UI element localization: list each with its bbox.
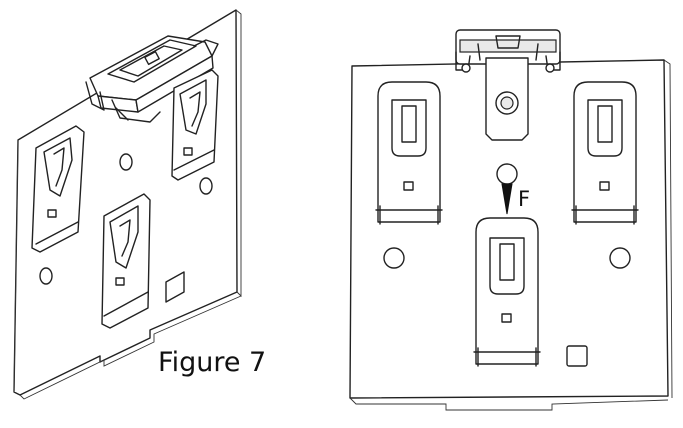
front-view: F [349,29,673,411]
front-spring-clip-left [375,81,443,225]
isometric-spring-clip-upper-left [31,125,85,253]
isometric-hole [39,267,53,285]
front-spring-clip-right [571,81,639,225]
front-spring-clip-lower [473,217,541,367]
isometric-hole [119,153,133,171]
front-hole-right [609,247,631,269]
force-arrow [496,163,518,215]
isometric-view [13,9,242,400]
isometric-spring-clip-lower [101,193,151,329]
force-label: F [518,187,530,211]
isometric-hole [199,177,213,195]
isometric-spring-clip-upper-right [171,69,219,181]
front-center-tab [485,57,529,141]
front-square-cutout [566,345,588,367]
front-hole-left [383,247,405,269]
front-top-clamp [455,29,561,73]
isometric-square-cutout [165,271,185,303]
isometric-top-clamp [85,35,219,123]
figure-caption: Figure 7 [158,347,266,378]
